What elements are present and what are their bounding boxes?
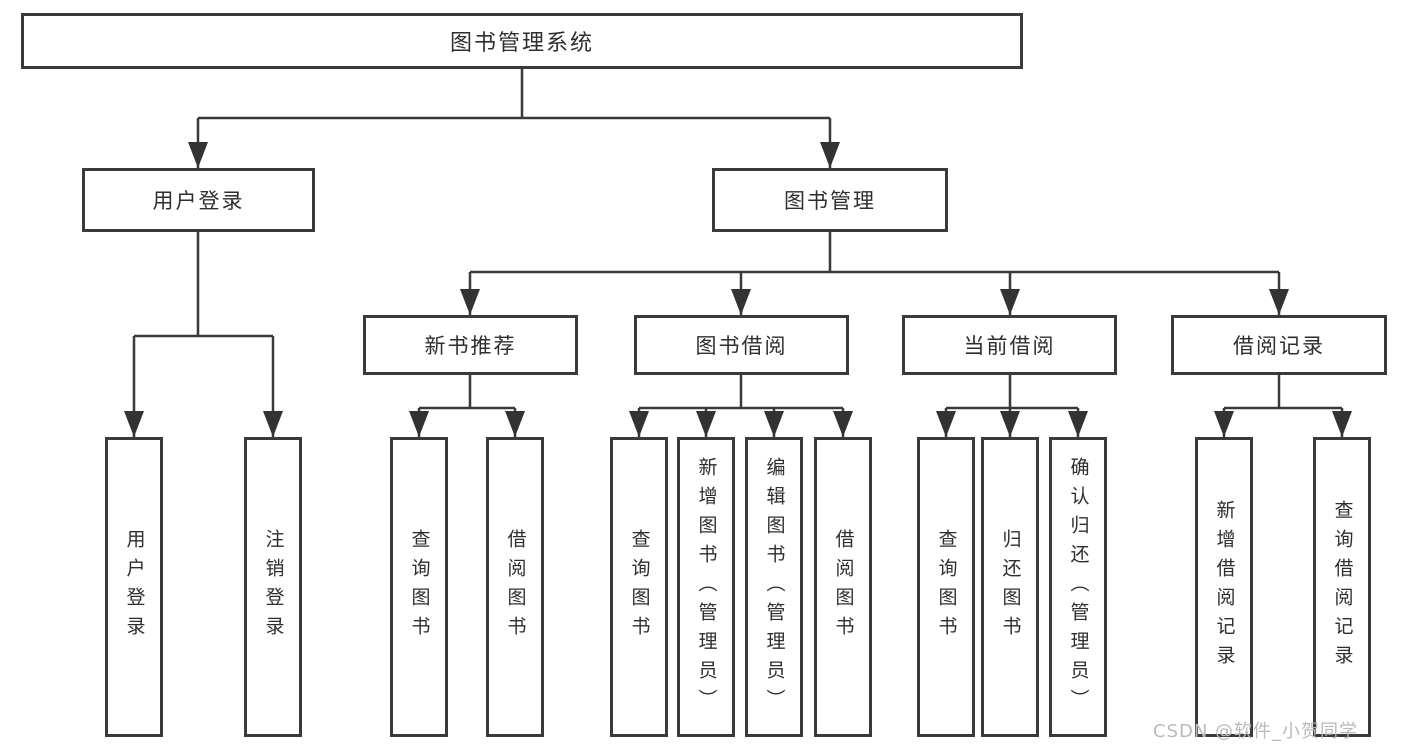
leaf-query-books-recommend: 查询图书 — [390, 437, 448, 737]
leaf-query-borrow-record: 查询借阅记录 — [1313, 437, 1371, 737]
leaf-label: 编辑图书（管理员） — [763, 456, 786, 718]
leaf-label: 查询图书 — [408, 529, 431, 645]
node-current-borrowing: 当前借阅 — [902, 315, 1117, 375]
leaf-add-borrow-record: 新增借阅记录 — [1195, 437, 1253, 737]
leaf-edit-books-admin: 编辑图书（管理员） — [745, 437, 803, 737]
leaf-label: 借阅图书 — [832, 529, 855, 645]
leaf-borrow-books-recommend: 借阅图书 — [486, 437, 544, 737]
leaf-label: 注销登录 — [262, 529, 285, 645]
leaf-label: 查询图书 — [935, 529, 958, 645]
leaf-borrow-books: 借阅图书 — [814, 437, 872, 737]
node-label: 图书借阅 — [695, 334, 788, 358]
node-label: 新书推荐 — [424, 334, 517, 358]
node-user-login: 用户登录 — [82, 168, 315, 232]
csdn-watermark: CSDN @软件_小贺同学 — [1153, 721, 1359, 742]
leaf-label: 归还图书 — [999, 529, 1022, 645]
leaf-user-login: 用户登录 — [105, 437, 163, 737]
leaf-label: 新增借阅记录 — [1213, 500, 1236, 674]
node-new-book-recommend: 新书推荐 — [363, 315, 578, 375]
node-label: 用户登录 — [152, 189, 245, 213]
leaf-add-books-admin: 新增图书（管理员） — [677, 437, 735, 737]
node-label: 图书管理 — [784, 189, 876, 213]
leaf-query-books-current: 查询图书 — [917, 437, 975, 737]
node-book-borrowing: 图书借阅 — [634, 315, 849, 375]
node-book-management: 图书管理 — [712, 168, 948, 232]
leaf-label: 借阅图书 — [504, 529, 527, 645]
leaf-query-books-borrowing: 查询图书 — [610, 437, 668, 737]
node-library-management-system: 图书管理系统 — [21, 13, 1023, 69]
leaf-label: 确认归还（管理员） — [1067, 456, 1090, 718]
node-label: 图书管理系统 — [449, 31, 594, 56]
leaf-label: 用户登录 — [123, 529, 146, 645]
leaf-logout: 注销登录 — [244, 437, 302, 737]
leaf-return-books: 归还图书 — [981, 437, 1039, 737]
node-label: 借阅记录 — [1233, 334, 1325, 358]
node-label: 当前借阅 — [963, 334, 1056, 358]
leaf-label: 查询借阅记录 — [1331, 500, 1354, 674]
node-borrowing-records: 借阅记录 — [1171, 315, 1387, 375]
leaf-label: 查询图书 — [628, 529, 651, 645]
leaf-confirm-return-admin: 确认归还（管理员） — [1049, 437, 1107, 737]
leaf-label: 新增图书（管理员） — [695, 456, 718, 718]
